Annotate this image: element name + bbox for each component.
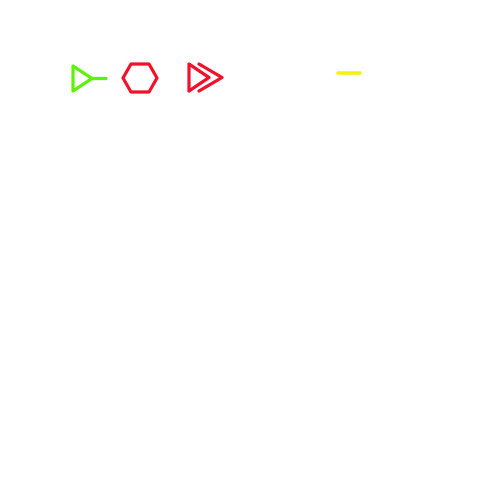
minus-icon <box>336 71 362 75</box>
play-icon <box>71 64 108 93</box>
hexagon-icon <box>121 62 159 94</box>
fast-forward-icon <box>187 62 224 93</box>
